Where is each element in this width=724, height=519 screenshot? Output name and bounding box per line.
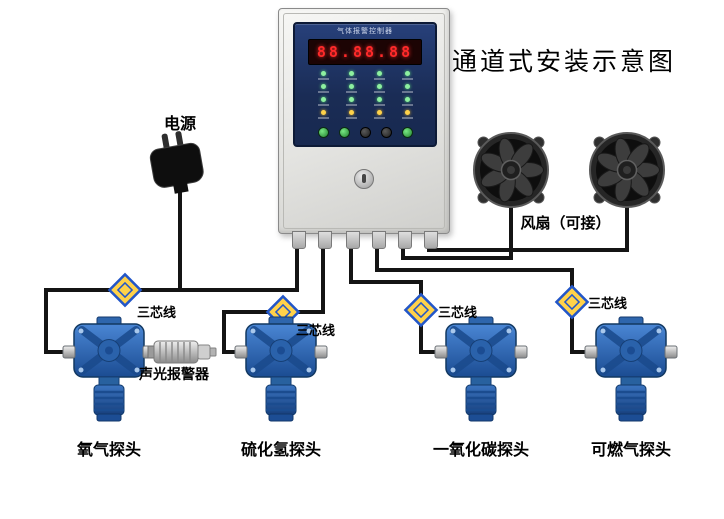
indicator-tick	[401, 91, 413, 93]
alarm-device	[147, 340, 217, 364]
indicator-led	[376, 110, 382, 115]
terminal-tab	[318, 231, 332, 249]
detector-label-combustible: 可燃气探头	[590, 442, 671, 459]
wire-label-3: 三芯线	[438, 305, 478, 320]
indicator-tick	[345, 91, 357, 93]
indicator-led	[376, 71, 382, 76]
indicator-led	[404, 84, 410, 89]
indicator-led	[348, 110, 354, 115]
panel-buttons	[295, 127, 435, 138]
panel-button	[380, 127, 392, 138]
indicator-tick	[401, 117, 413, 119]
indicator-cell	[393, 84, 421, 93]
indicator-cell	[309, 110, 337, 119]
indicator-cell	[365, 71, 393, 80]
indicator-led	[404, 97, 410, 102]
indicator-cell	[337, 84, 365, 93]
indicator-tick	[345, 78, 357, 80]
indicator-led	[376, 84, 382, 89]
wire-detector-3	[349, 244, 440, 354]
indicator-cell	[365, 84, 393, 93]
indicator-led	[404, 71, 410, 76]
indicator-cell	[309, 84, 337, 93]
indicator-tick	[373, 91, 385, 93]
indicator-cell	[337, 71, 365, 80]
indicator-led	[404, 110, 410, 115]
wire-junction-diamond-4	[555, 285, 589, 319]
lock-keyhole	[354, 169, 374, 189]
detector-label-oxygen: 氧气探头	[76, 442, 141, 459]
indicator-cell	[309, 71, 337, 80]
terminal-tab	[346, 231, 360, 249]
indicator-cell	[365, 97, 393, 106]
panel-button	[338, 127, 350, 138]
indicator-tick	[317, 117, 329, 119]
wire-detector-4	[375, 244, 590, 354]
wire-fan-1	[401, 204, 513, 260]
terminal-tab	[292, 231, 306, 249]
indicator-tick	[373, 78, 385, 80]
panel-button	[401, 127, 413, 138]
indicator-tick	[317, 104, 329, 106]
indicator-tick	[401, 78, 413, 80]
terminal-tab	[372, 231, 386, 249]
detector-label-h2s: 硫化氢探头	[240, 442, 321, 459]
power-plug-icon	[149, 131, 204, 194]
indicator-led	[320, 110, 326, 115]
controller-model-text: 气体报警控制器	[337, 28, 393, 35]
gas-detector-co	[435, 317, 527, 421]
power-label: 电源	[163, 116, 196, 133]
indicator-cell	[393, 110, 421, 119]
indicator-led	[348, 84, 354, 89]
indicator-led	[320, 84, 326, 89]
indicator-grid	[295, 65, 435, 119]
indicator-tick	[317, 78, 329, 80]
wire-label-2: 三芯线	[296, 323, 336, 338]
indicator-led	[348, 97, 354, 102]
controller-box: 气体报警控制器 88.88.88	[278, 8, 450, 249]
panel-button	[359, 127, 371, 138]
indicator-led	[320, 71, 326, 76]
wire-detector-2	[222, 244, 325, 354]
wire-label-1: 三芯线	[137, 305, 177, 320]
wire-junction-diamond-1	[108, 273, 142, 307]
terminal-tab	[398, 231, 412, 249]
indicator-cell	[393, 71, 421, 80]
controller-panel: 气体报警控制器 88.88.88	[293, 22, 437, 147]
diagram-title: 通道式安装示意图	[452, 49, 677, 76]
indicator-tick	[373, 104, 385, 106]
indicator-cell	[337, 110, 365, 119]
indicator-tick	[373, 117, 385, 119]
indicator-led	[320, 97, 326, 102]
indicator-cell	[309, 97, 337, 106]
controller-door-seam	[283, 13, 445, 229]
wire-label-4: 三芯线	[588, 296, 628, 311]
detector-label-co: 一氧化碳探头	[432, 442, 529, 459]
indicator-cell	[337, 97, 365, 106]
indicator-cell	[365, 110, 393, 119]
led-display: 88.88.88	[308, 39, 422, 65]
indicator-cell	[393, 97, 421, 106]
panel-button	[317, 127, 329, 138]
wire-detector-1	[44, 244, 299, 354]
terminal-tab	[424, 231, 438, 249]
indicator-led	[376, 97, 382, 102]
alarm-label: 声光报警器	[139, 366, 209, 382]
indicator-led	[348, 71, 354, 76]
indicator-tick	[345, 117, 357, 119]
wire-junction-diamond-3	[404, 293, 438, 327]
indicator-tick	[317, 91, 329, 93]
indicator-tick	[345, 104, 357, 106]
gas-detector-combustible	[585, 317, 677, 421]
fan-label: 风扇（可接）	[520, 215, 611, 232]
fan-icon-2	[589, 132, 665, 208]
indicator-tick	[401, 104, 413, 106]
fan-icon-1	[473, 132, 549, 208]
